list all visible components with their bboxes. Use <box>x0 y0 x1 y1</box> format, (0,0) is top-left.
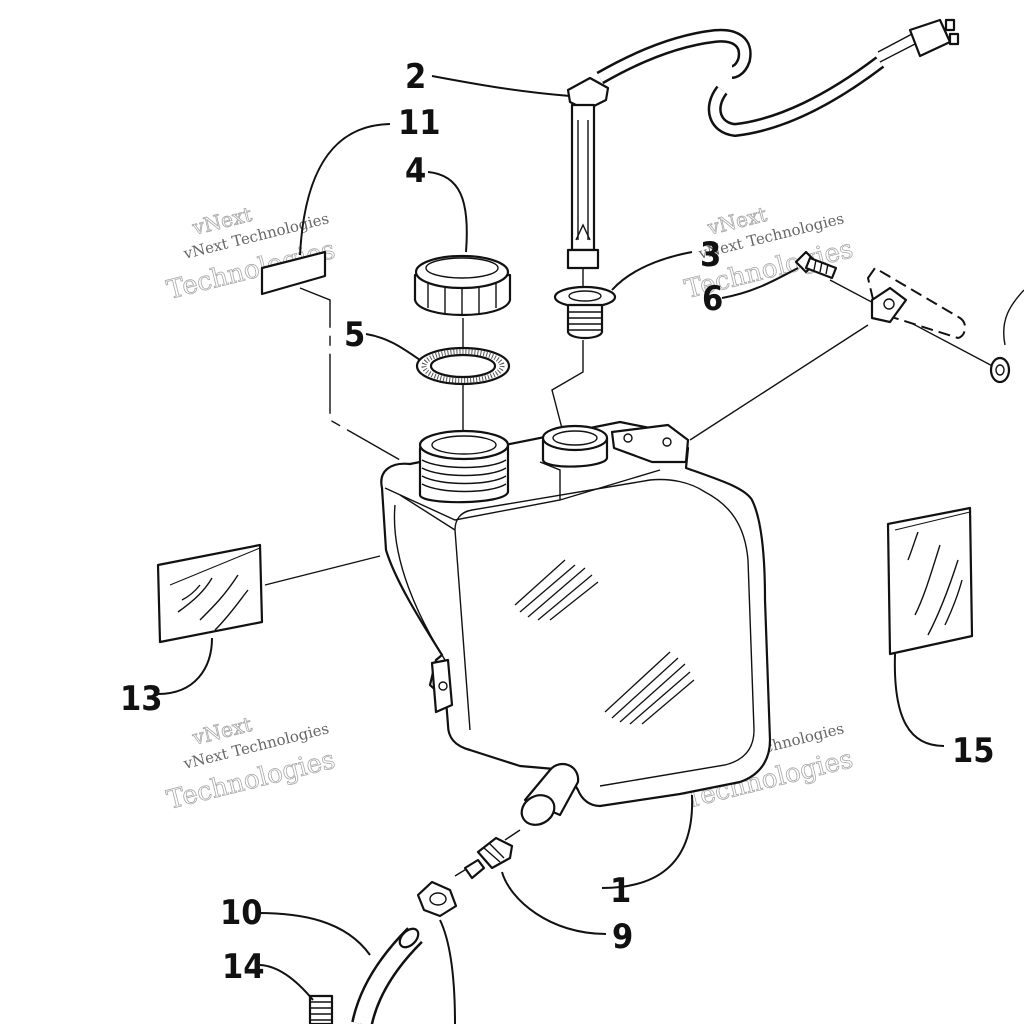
mounting-bolt <box>794 250 838 280</box>
label-part-11: 11 <box>398 103 441 143</box>
watermark-top-left: vNext vNext Technologies Technologies <box>163 202 338 307</box>
drain-hose <box>351 927 423 1024</box>
gauge-neck <box>541 424 609 468</box>
label-part-15: 15 <box>952 731 995 771</box>
label-part-3: 3 <box>700 235 721 275</box>
filler-cap <box>413 254 512 317</box>
label-part-5: 5 <box>344 315 365 355</box>
decal-15 <box>886 506 974 656</box>
small-fitting <box>308 994 334 1024</box>
label-part-2: 2 <box>405 57 426 97</box>
label-part-1: 1 <box>610 871 631 911</box>
leader-lines <box>157 75 945 1024</box>
decal-11 <box>260 250 327 296</box>
label-part-10: 10 <box>220 893 263 933</box>
filler-neck <box>418 429 510 504</box>
gauge-grommet <box>553 285 617 340</box>
watermark-bottom-left: vNext vNext Technologies Technologies <box>163 712 338 817</box>
label-part-6: 6 <box>702 279 723 319</box>
tank-reservoir <box>380 420 772 826</box>
cap-gasket <box>415 346 511 386</box>
hose-clamp <box>416 880 458 918</box>
outlet-spout <box>520 762 580 826</box>
label-part-9: 9 <box>612 917 633 957</box>
level-sender-with-wire <box>566 18 960 270</box>
decal-13 <box>156 543 264 644</box>
hose-fitting <box>463 836 514 880</box>
tank-shading <box>514 559 695 725</box>
part-labels: 2 11 4 5 3 6 13 15 1 9 10 14 <box>120 57 995 987</box>
bracket-spacer <box>866 266 1024 384</box>
label-part-4: 4 <box>405 151 426 191</box>
label-part-14: 14 <box>222 947 265 987</box>
label-part-13: 13 <box>120 679 163 719</box>
watermark-top-right: vNext vNext Technologies Technologies <box>681 202 856 306</box>
